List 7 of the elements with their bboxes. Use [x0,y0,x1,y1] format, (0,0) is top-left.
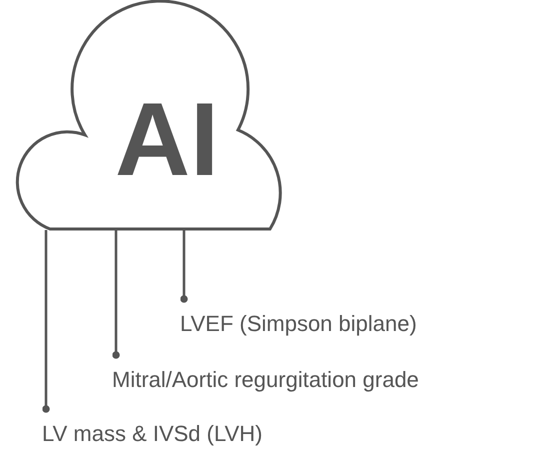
leader-line [112,230,120,359]
callout-text: LV mass & IVSd (LVH) [42,421,262,448]
leader-line [180,230,188,303]
callout-text: LVEF (Simpson biplane) [180,311,417,338]
cloud-title: AI [115,88,219,192]
leader-line [42,230,50,413]
callout-text: Mitral/Aortic regurgitation grade [112,367,419,394]
